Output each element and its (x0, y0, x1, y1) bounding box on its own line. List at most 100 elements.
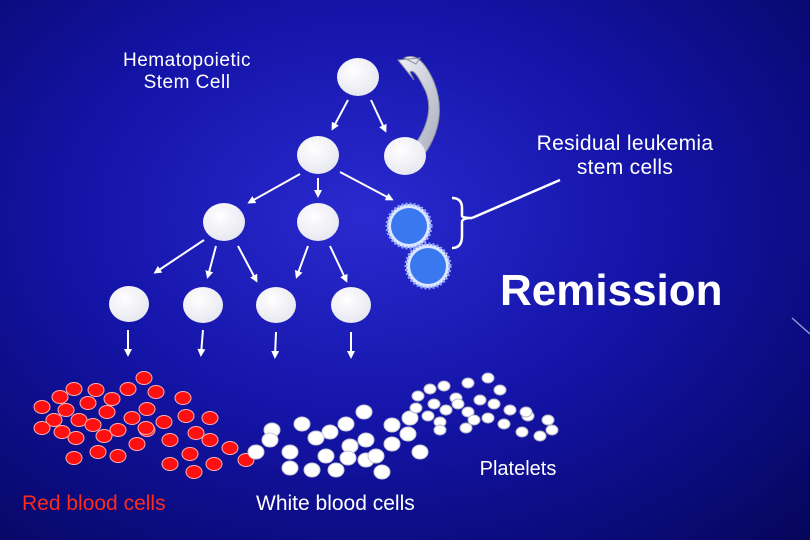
progenitor-arrows (247, 171, 394, 204)
red-blood-cell (185, 465, 203, 479)
red-blood-cell (135, 371, 153, 385)
platelet (467, 414, 481, 426)
leukemia-stem-cell (404, 242, 452, 290)
white-blood-cell (401, 410, 419, 426)
red-blood-cell (177, 409, 195, 423)
stem-cell (337, 58, 379, 96)
platelet (545, 424, 559, 436)
residual-leukemia-label: Residual leukemia stem cells (505, 132, 745, 180)
platelet (541, 414, 555, 426)
white-blood-cell (357, 432, 375, 448)
red-blood-cell-cluster (33, 371, 255, 479)
white-blood-cell (327, 462, 345, 478)
white-blood-cell (337, 416, 355, 432)
white-blood-cell (411, 444, 429, 460)
white-blood-cell (317, 448, 335, 464)
platelet (481, 412, 495, 424)
platelet (497, 418, 511, 430)
red-blood-cell (33, 421, 51, 435)
platelet (533, 430, 547, 442)
red-blood-cell (123, 411, 141, 425)
white-blood-cell (355, 404, 373, 420)
platelet (459, 422, 473, 434)
platelet-cluster (409, 372, 559, 442)
platelet (451, 398, 465, 410)
platelet (481, 372, 495, 384)
platelet (437, 380, 451, 392)
red-blood-cell (33, 400, 51, 414)
white-blood-cell (261, 432, 279, 448)
platelet (427, 398, 441, 410)
white-blood-cell (247, 444, 265, 460)
stem-cell-label-line1: Hematopoietic (123, 50, 251, 71)
white-blood-cell (373, 464, 391, 480)
red-blood-cells-label: Red blood cells (22, 492, 166, 515)
white-blood-cell (339, 450, 357, 466)
platelet (411, 390, 425, 402)
white-blood-cell (281, 444, 299, 460)
red-blood-cell (161, 433, 179, 447)
red-blood-cell (174, 391, 192, 405)
platelet (461, 377, 475, 389)
white-blood-cell (383, 417, 401, 433)
residual-label-line1: Residual leukemia (536, 132, 714, 155)
red-blood-cell (201, 411, 219, 425)
white-blood-cell (281, 460, 299, 476)
red-blood-cell (201, 433, 219, 447)
platelet (439, 404, 453, 416)
lineage-cell (109, 286, 149, 322)
brace-icon (451, 178, 561, 250)
red-blood-cell (45, 413, 63, 427)
platelet (433, 424, 447, 436)
edge-decoration (791, 317, 810, 335)
platelet (515, 426, 529, 438)
residual-label-line2: stem cells (576, 156, 674, 180)
platelet (493, 384, 507, 396)
red-blood-cell (205, 457, 223, 471)
platelet (519, 406, 533, 418)
remission-label: Remission (500, 266, 723, 315)
lineage-cell (256, 287, 296, 323)
platelet (473, 394, 487, 406)
red-blood-cell (155, 415, 173, 429)
white-blood-cell (383, 436, 401, 452)
red-blood-cell (138, 402, 156, 416)
precursor-arrows (153, 239, 348, 283)
progenitor-cell (297, 136, 339, 174)
platelet (487, 398, 501, 410)
self-renewal-arrow-icon (397, 56, 440, 153)
platelets-label: Platelets (479, 458, 557, 480)
red-blood-cell (87, 383, 105, 397)
red-blood-cell (147, 385, 165, 399)
red-blood-cell (109, 449, 127, 463)
white-blood-cell (293, 416, 311, 432)
red-blood-cell (119, 382, 137, 396)
leukemia-stem-cell (385, 202, 433, 250)
red-blood-cell (51, 390, 69, 404)
lineage-cell (183, 287, 223, 323)
white-blood-cell (367, 448, 385, 464)
red-blood-cell (181, 447, 199, 461)
red-blood-cell (65, 451, 83, 465)
red-blood-cell (161, 457, 179, 471)
lineage-arrows (124, 329, 355, 359)
red-blood-cell (53, 425, 71, 439)
white-blood-cell (321, 424, 339, 440)
white-blood-cell (303, 462, 321, 478)
precursor-cell (297, 203, 339, 241)
lineage-cell (331, 287, 371, 323)
precursor-cell (203, 203, 245, 241)
red-blood-cell (89, 445, 107, 459)
white-blood-cell-cluster (247, 404, 429, 480)
platelet (423, 383, 437, 395)
red-blood-cell (109, 423, 127, 437)
red-blood-cell (187, 426, 205, 440)
white-blood-cells-label: White blood cells (256, 492, 415, 515)
white-blood-cell (307, 430, 325, 446)
red-blood-cell (65, 382, 83, 396)
stem-cell-label: Hematopoietic Stem Cell (92, 50, 282, 94)
red-blood-cell (70, 413, 88, 427)
red-blood-cell (103, 392, 121, 406)
stem-cell-label-line2: Stem Cell (143, 71, 231, 93)
